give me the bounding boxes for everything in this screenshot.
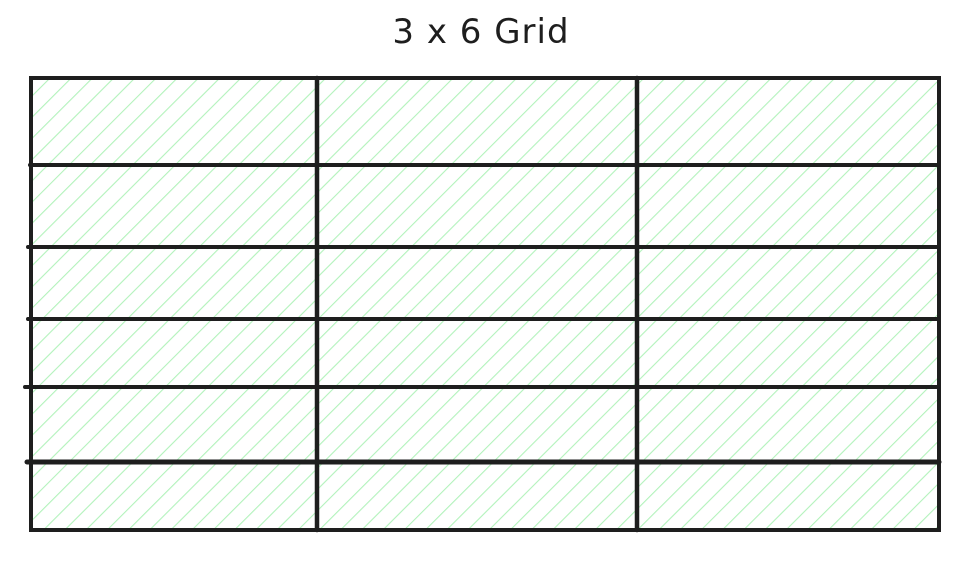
grid-cell-r6-c3 — [637, 462, 939, 530]
grid-cell-r2-c3 — [637, 165, 939, 247]
diagram-title: 3 x 6 Grid — [392, 12, 570, 52]
grid-lines — [23, 75, 942, 533]
grid-cell-r1-c1 — [31, 78, 317, 165]
grid-border — [29, 76, 941, 532]
grid-cell-r3-c3 — [637, 247, 939, 319]
grid-cells — [31, 78, 939, 530]
grid-cell-r1-c3 — [637, 78, 939, 165]
grid-cell-r1-c2 — [317, 78, 637, 165]
grid-cell-r2-c1 — [31, 165, 317, 247]
grid-cell-r5-c2 — [317, 387, 637, 462]
grid-cell-r3-c1 — [31, 247, 317, 319]
grid-cell-r5-c3 — [637, 387, 939, 462]
grid-cell-r3-c2 — [317, 247, 637, 319]
grid-cell-r6-c1 — [31, 462, 317, 530]
grid-cell-r4-c2 — [317, 319, 637, 387]
grid-cell-r6-c2 — [317, 462, 637, 530]
grid-cell-r4-c1 — [31, 319, 317, 387]
grid-cell-r2-c2 — [317, 165, 637, 247]
grid-cell-r4-c3 — [637, 319, 939, 387]
grid-cell-r5-c1 — [31, 387, 317, 462]
